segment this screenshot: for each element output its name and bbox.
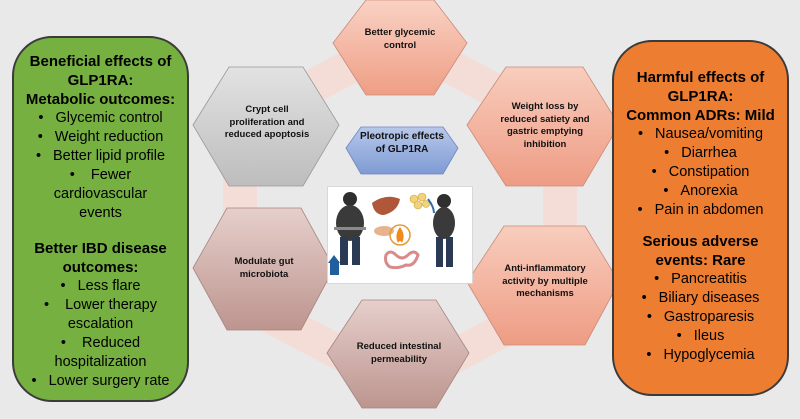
list-item: Lower surgery rate xyxy=(14,372,187,391)
list-item: Hypoglycemia xyxy=(614,346,787,365)
hex-top-label: Better glycemic control xyxy=(364,27,436,51)
list-item: Glycemic control xyxy=(14,109,187,128)
list-item: Diarrhea xyxy=(614,144,787,163)
list-item: Pancreatitis xyxy=(614,270,787,289)
beneficial-effects-panel: Beneficial effects of GLP1RA: Metabolic … xyxy=(12,36,189,402)
common-adrs-list: Nausea/vomiting Diarrhea Constipation An… xyxy=(614,125,787,220)
up-arrow-icon xyxy=(328,255,340,275)
list-item: Anorexia xyxy=(614,182,787,201)
list-item: Fewer cardiovascular events xyxy=(14,166,187,223)
serious-events-list: Pancreatitis Biliary diseases Gastropare… xyxy=(614,270,787,365)
hex-lower-left-label: Modulate gut microbiota xyxy=(234,256,294,280)
metabolic-outcomes-title: Metabolic outcomes: xyxy=(25,91,176,108)
list-item: Gastroparesis xyxy=(614,308,787,327)
hex-upper-left-label: Crypt cell proliferation and reduced apo… xyxy=(224,104,310,140)
harmful-effects-panel: Harmful effects of GLP1RA: Common ADRs: … xyxy=(612,40,789,396)
list-item: Nausea/vomiting xyxy=(614,125,787,144)
center-illustration xyxy=(327,186,473,284)
common-adrs-title: Common ADRs: Mild xyxy=(626,107,775,124)
hex-upper-right-label: Weight loss by reduced satiety and gastr… xyxy=(500,101,590,150)
list-item-text: Lower therapy escalation xyxy=(65,297,157,332)
harmful-title: Harmful effects of GLP1RA: xyxy=(636,69,765,105)
list-item-text: Reduced hospitalization xyxy=(54,335,147,370)
liver-icon xyxy=(372,196,400,215)
list-item: Reduced hospitalization xyxy=(14,334,187,372)
hex-center-label: Pleotropic effects of GLP1RA xyxy=(360,131,444,155)
ibd-outcomes-title: Better IBD disease outcomes: xyxy=(34,240,167,276)
intestine-icon xyxy=(384,250,420,270)
list-item: Lower therapy escalation xyxy=(14,296,187,334)
flame-icon xyxy=(389,224,411,246)
ibd-list: Less flare Lower therapy escalation Redu… xyxy=(14,277,187,391)
hex-upper-left xyxy=(192,66,340,187)
hex-lower-right-label: Anti-inflammatory activity by multiple m… xyxy=(502,263,588,299)
pancreas-icon xyxy=(374,226,394,236)
beneficial-title: Beneficial effects of GLP1RA: xyxy=(29,53,172,89)
illustration-graphic xyxy=(328,192,455,275)
list-item: Pain in abdomen xyxy=(614,201,787,220)
list-item: Less flare xyxy=(14,277,187,296)
hex-top xyxy=(332,0,468,96)
list-item: Better lipid profile xyxy=(14,147,187,166)
metabolic-list: Glycemic control Weight reduction Better… xyxy=(14,109,187,223)
hex-bottom xyxy=(326,299,470,409)
list-item: Constipation xyxy=(614,163,787,182)
serious-events-title: Serious adverse events: Rare xyxy=(642,233,759,269)
list-item-text: Fewer cardiovascular events xyxy=(53,167,148,221)
hex-center xyxy=(345,126,459,175)
person-icon xyxy=(427,194,455,267)
hex-bottom-label: Reduced intestinal permeability xyxy=(356,341,442,365)
fat-cells-icon xyxy=(409,192,430,210)
obese-person-icon xyxy=(334,192,366,265)
list-item: Biliary diseases xyxy=(614,289,787,308)
list-item: Ileus xyxy=(614,327,787,346)
list-item: Weight reduction xyxy=(14,128,187,147)
